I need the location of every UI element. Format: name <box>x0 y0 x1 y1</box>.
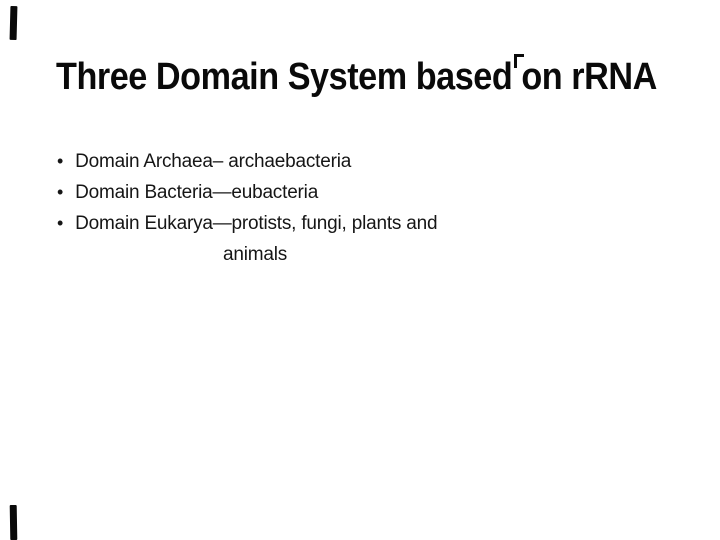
bullet-item-label: Domain Archaea– archaebacteria <box>75 151 352 172</box>
bullet-item-label: Domain Bacteria—eubacteria <box>75 182 319 203</box>
bullet-item: • Domain Bacteria—eubacteria <box>57 177 437 208</box>
bullet-icon: • <box>57 213 64 233</box>
bullet-icon: • <box>57 182 64 202</box>
slide-title: Three Domain System based on rRNA <box>56 56 657 98</box>
bullet-item-continuation: animals <box>57 239 437 270</box>
bullet-item: • Domain Archaea– archaebacteria <box>57 146 437 177</box>
bullet-icon: • <box>57 151 64 171</box>
scan-tick-artifact <box>514 54 524 68</box>
bullet-continuation-label: animals <box>223 244 288 265</box>
bullet-list: • Domain Archaea– archaebacteria • Domai… <box>57 146 438 270</box>
bullet-item: • Domain Eukarya—protists, fungi, plants… <box>57 208 438 239</box>
scan-artifact-bar-bottom-left <box>9 504 18 540</box>
bullet-item-label: Domain Eukarya—protists, fungi, plants a… <box>75 213 438 234</box>
scan-artifact-bar-top-left <box>9 5 18 41</box>
